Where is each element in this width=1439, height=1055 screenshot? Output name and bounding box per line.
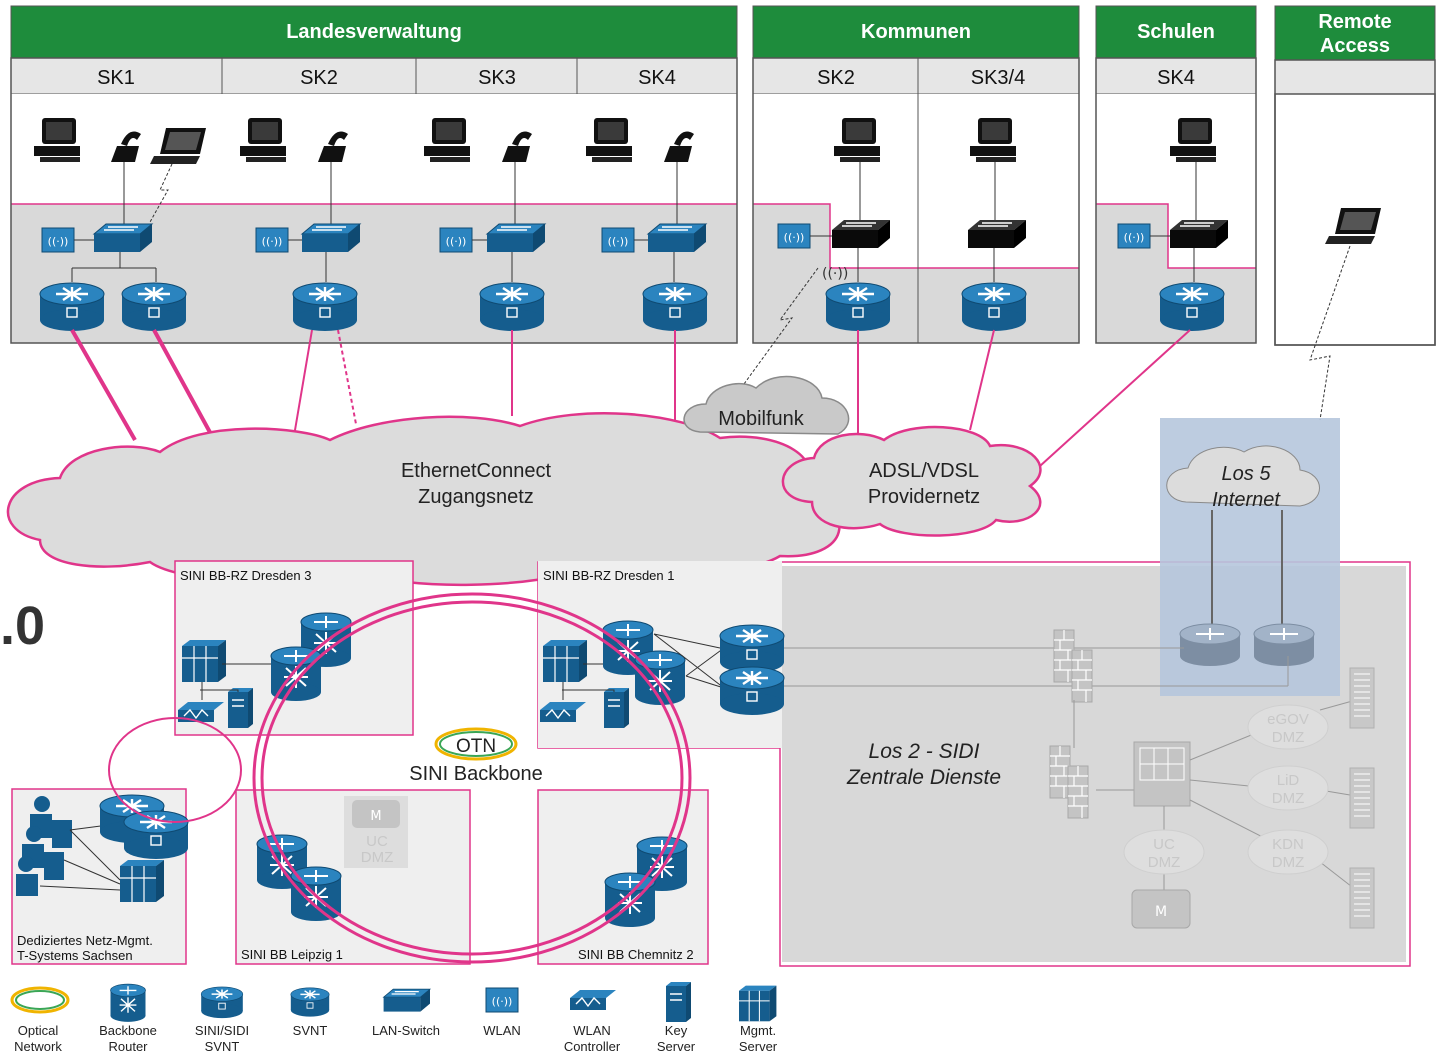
- dmz-label: DMZ: [1148, 854, 1181, 871]
- site-leipzig: SINI BB Leipzig 1 M UC DMZ: [235, 789, 471, 965]
- site-label: SINI BB Chemnitz 2: [578, 947, 694, 962]
- lan-switch-icon: [382, 988, 431, 1013]
- cloud-label: ADSL/VDSL: [869, 460, 979, 482]
- remote-laptop: [1309, 208, 1381, 421]
- legend-label: SINI/SIDI: [195, 1023, 249, 1038]
- legend-label: SVNT: [293, 1023, 328, 1038]
- zone-title: Zentrale Dienste: [846, 766, 1001, 789]
- cloud-label: Providernetz: [868, 486, 980, 508]
- wlan-controller-icon: [569, 989, 617, 1011]
- cloud-label: Internet: [1212, 489, 1281, 511]
- dmz-label: eGOV: [1267, 711, 1309, 728]
- mgmt-server-icon: [738, 985, 777, 1022]
- legend-label: Optical: [18, 1023, 59, 1038]
- site-label: SINI BB Leipzig 1: [241, 947, 343, 962]
- backbone-router-icon: [109, 983, 147, 1023]
- dmz-label: DMZ: [1272, 854, 1305, 871]
- column-label: SK3: [478, 67, 516, 89]
- column-label: SK2: [300, 67, 338, 89]
- kommunen-sk34-devices: [960, 118, 1028, 333]
- column-label: SK1: [97, 67, 135, 89]
- svg-text:M: M: [1155, 904, 1167, 920]
- schulen-sk4-devices: [1117, 118, 1229, 333]
- section-title-remote-access-2: Access: [1320, 35, 1390, 57]
- column-label: SK2: [817, 67, 855, 89]
- dmz-labels: eGOV DMZ LiD DMZ KDN DMZ UC DMZ: [1123, 704, 1329, 875]
- legend-label: LAN-Switch: [372, 1023, 440, 1038]
- dmz-label: KDN: [1272, 836, 1304, 853]
- backbone-label: SINI Backbone: [409, 763, 542, 785]
- optical-network-icon: [10, 986, 70, 1014]
- key-server-icon: [665, 981, 692, 1023]
- site-dresden1: SINI BB-RZ Dresden 1: [538, 561, 786, 748]
- partial-left-text: .0: [0, 596, 45, 656]
- cloud-label: EthernetConnect: [401, 460, 552, 482]
- dmz-label: DMZ: [1272, 790, 1305, 807]
- site-dresden3: SINI BB-RZ Dresden 3: [174, 560, 414, 736]
- cloud-label: Mobilfunk: [718, 408, 805, 430]
- legend: Optical Network Backbone Router SINI/SID…: [10, 981, 778, 1054]
- sini-sidi-svnt-icon: [200, 986, 244, 1019]
- section-title-landesverwaltung: Landesverwaltung: [286, 21, 462, 43]
- otn-label: OTN: [456, 736, 496, 757]
- legend-label: WLAN: [573, 1023, 611, 1038]
- dmz-label: UC: [366, 833, 388, 850]
- legend-label: Network: [14, 1039, 62, 1054]
- kommunen-sk2-devices: ((·)): [777, 118, 892, 333]
- mobilfunk-cloud: Mobilfunk: [683, 375, 850, 435]
- column-label: SK3/4: [971, 67, 1025, 89]
- site-label: T-Systems Sachsen: [17, 948, 133, 963]
- section-title-kommunen: Kommunen: [861, 21, 971, 43]
- legend-label: Backbone: [99, 1023, 157, 1038]
- sk3-devices: [424, 118, 546, 333]
- legend-label: Controller: [564, 1039, 621, 1054]
- legend-label: Key: [665, 1023, 688, 1038]
- column-label: SK4: [638, 67, 676, 89]
- legend-label: Router: [108, 1039, 148, 1054]
- section-title-schulen: Schulen: [1137, 21, 1215, 43]
- mobilfunk-link: [743, 267, 819, 385]
- dmz-label: DMZ: [361, 849, 394, 866]
- zone-title: Los 2 - SIDI: [869, 740, 980, 763]
- cloud-label: Los 5: [1222, 463, 1272, 485]
- svg-text:((·)): ((·)): [822, 266, 848, 282]
- site-label: SINI BB-RZ Dresden 1: [543, 568, 675, 583]
- site-chemnitz: SINI BB Chemnitz 2: [537, 789, 709, 965]
- wlan-icon: [485, 987, 519, 1013]
- legend-label: SVNT: [205, 1039, 240, 1054]
- site-label: SINI BB-RZ Dresden 3: [180, 568, 312, 583]
- internet-zone: Los 5 Internet: [1160, 418, 1340, 696]
- dmz-label: DMZ: [1272, 729, 1305, 746]
- access-links: [70, 329, 1191, 467]
- legend-label: Server: [739, 1039, 778, 1054]
- sk4-devices: [586, 118, 709, 333]
- operators-icon: [16, 796, 72, 896]
- svg-text:M: M: [370, 809, 381, 824]
- legend-label: WLAN: [483, 1023, 521, 1038]
- dmz-label: UC: [1153, 836, 1175, 853]
- sk1-devices: [34, 118, 206, 333]
- cloud-label: Zugangsnetz: [418, 486, 534, 508]
- sk2-devices: [240, 118, 361, 333]
- site-netz-mgmt: Dediziertes Netz-Mgmt. T-Systems Sachsen: [11, 788, 190, 965]
- site-label: Dediziertes Netz-Mgmt.: [17, 933, 153, 948]
- column-label: SK4: [1157, 67, 1195, 89]
- section-title-remote-access: Remote: [1318, 11, 1391, 33]
- section-landesverwaltung: Landesverwaltung SK1 SK2 SK3 SK4: [10, 5, 738, 344]
- backbone-ring: [108, 592, 692, 964]
- section-remote-access: Remote Access: [1274, 5, 1436, 346]
- section-kommunen: Kommunen SK2 SK3/4: [752, 5, 1080, 344]
- dmz-label: LiD: [1277, 772, 1300, 789]
- adsl-cloud: ADSL/VDSL Providernetz: [781, 425, 1042, 537]
- svnt-icon: [290, 987, 330, 1018]
- otn-badge: OTN SINI Backbone: [409, 727, 543, 785]
- legend-label: Mgmt.: [740, 1023, 776, 1038]
- legend-label: Server: [657, 1039, 696, 1054]
